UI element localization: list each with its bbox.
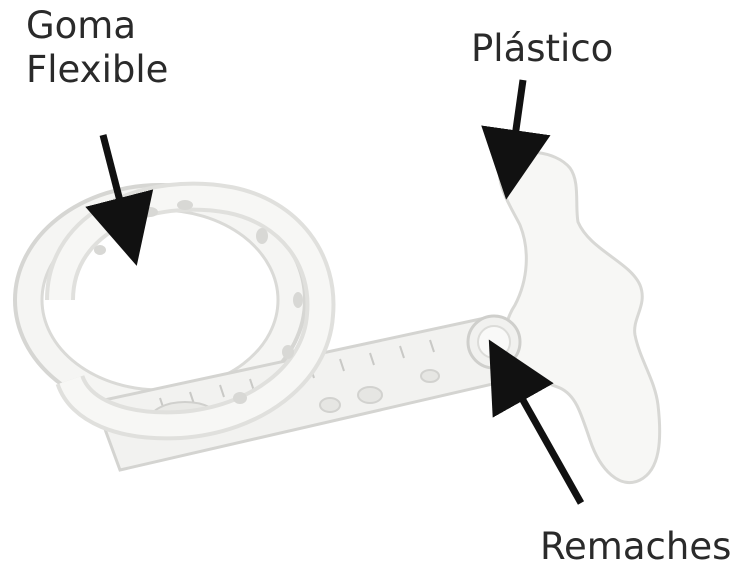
label-plastico: Plástico — [471, 27, 613, 71]
label-goma-line2: Flexible — [26, 48, 168, 92]
label-goma-line1: Goma — [26, 4, 168, 48]
rivet — [468, 316, 520, 368]
label-goma-flexible: Goma Flexible — [26, 4, 168, 92]
label-remaches: Remaches — [540, 525, 731, 569]
plastic-handle — [499, 152, 660, 483]
